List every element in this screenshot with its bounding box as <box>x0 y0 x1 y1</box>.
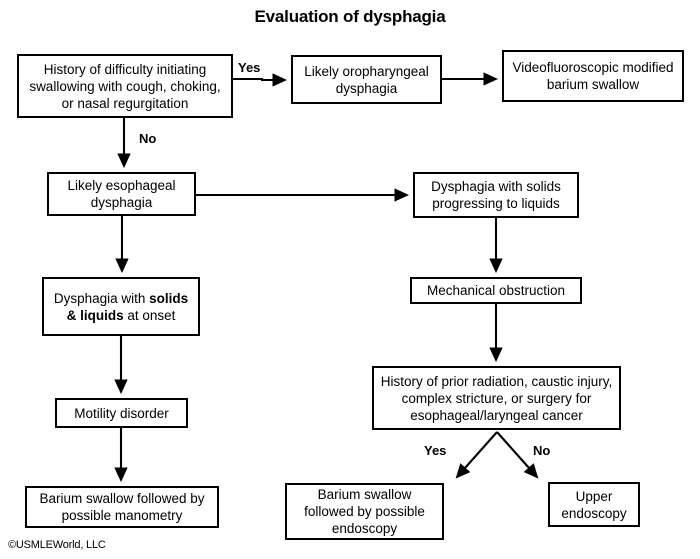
node-label: Likely esophageal dysphagia <box>67 178 176 210</box>
node-label: Barium swallow followed by possible mano… <box>39 491 205 523</box>
edge-label-no-upper-endoscopy: No <box>533 443 551 458</box>
node-label: Likely oropharyngeal dysphagia <box>304 63 429 96</box>
node-esophageal-dysphagia: Likely esophageal dysphagia <box>47 172 196 216</box>
node-history-difficulty: History of difficulty initiating swallow… <box>17 54 233 118</box>
node-solids-and-liquids-onset: Dysphagia with solids & liquids at onset <box>42 277 200 336</box>
node-history-prior-radiation: History of prior radiation, caustic inju… <box>372 366 621 430</box>
node-motility-disorder: Motility disorder <box>55 398 188 428</box>
edge-label-yes-oropharyngeal: Yes <box>238 60 261 75</box>
node-barium-swallow-manometry: Barium swallow followed by possible mano… <box>25 486 219 528</box>
node-label: History of prior radiation, caustic inju… <box>380 373 613 423</box>
node-oropharyngeal-dysphagia: Likely oropharyngeal dysphagia <box>291 55 442 104</box>
node-label: Upper endoscopy <box>561 488 627 521</box>
node-label: Videofluoroscopic modified barium swallo… <box>512 60 674 92</box>
node-label: Barium swallow followed by possible endo… <box>304 487 425 536</box>
edge-history-prior-to-barium-endoscopy <box>455 431 498 479</box>
node-label: Mechanical obstruction <box>426 283 566 298</box>
node-barium-swallow-endoscopy: Barium swallow followed by possible endo… <box>285 483 444 540</box>
node-solids-progressing-liquids: Dysphagia with solids progressing to liq… <box>413 172 579 218</box>
node-label: Motility disorder <box>74 405 169 421</box>
node-label: History of difficulty initiating swallow… <box>29 61 221 111</box>
page-title: Evaluation of dysphagia <box>254 7 446 26</box>
node-label: Dysphagia with solids & liquids at onset <box>53 290 189 323</box>
edge-history-prior-to-upper-endoscopy <box>496 431 539 479</box>
edge-label-yes-barium-endoscopy: Yes <box>424 443 447 458</box>
node-label: Dysphagia with solids progressing to liq… <box>431 179 561 211</box>
edge-history-to-oropharyngeal <box>233 73 288 87</box>
node-mechanical-obstruction: Mechanical obstruction <box>410 277 582 304</box>
node-upper-endoscopy: Upper endoscopy <box>548 482 640 527</box>
node-videofluoroscopic-swallow: Videofluoroscopic modified barium swallo… <box>502 50 684 102</box>
copyright-notice: ©USMLEWorld, LLC <box>8 539 106 551</box>
edge-label-no-esophageal: No <box>139 131 157 146</box>
